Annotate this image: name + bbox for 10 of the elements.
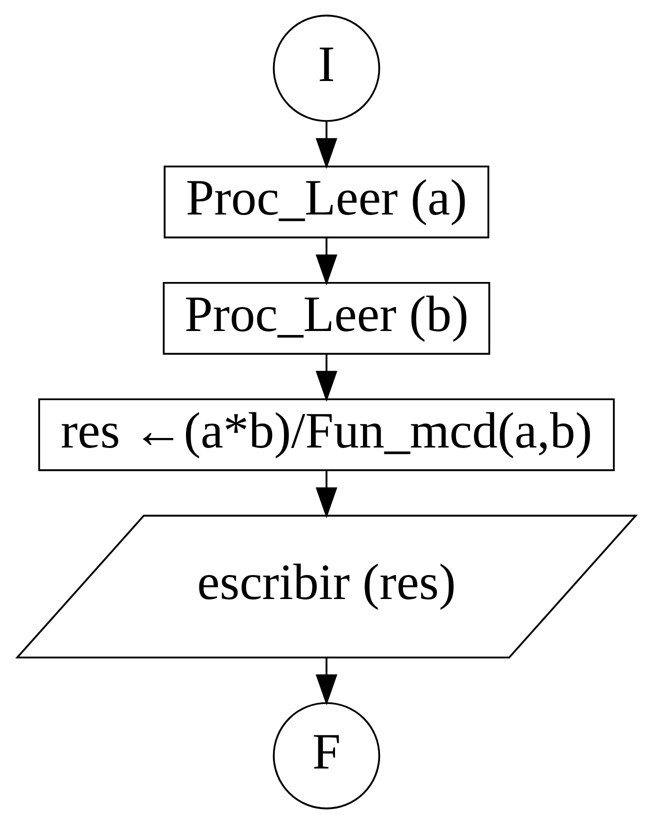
- arrow: [316, 470, 338, 518]
- node-box: Proc_Leer (b): [162, 282, 490, 355]
- arrow: [316, 354, 338, 402]
- node-circle: F: [272, 702, 380, 810]
- arrow: [316, 122, 338, 170]
- node-box: Proc_Leer (a): [164, 166, 490, 238]
- node-circle: I: [272, 14, 380, 122]
- arrow: [316, 658, 338, 706]
- arrow: [316, 238, 338, 286]
- node-box: res ←(a*b)/Fun_mcd(a,b): [38, 398, 615, 472]
